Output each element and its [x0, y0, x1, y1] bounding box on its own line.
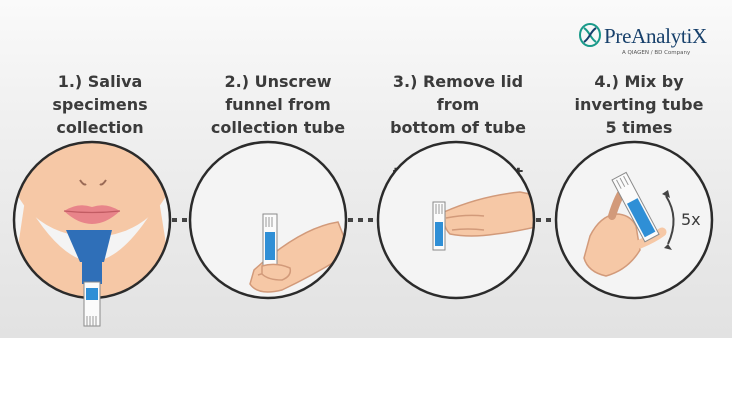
- face-shape: [14, 142, 170, 237]
- neck-shape: [14, 200, 170, 298]
- rotate-arrow-icon: [665, 195, 675, 245]
- brand-tagline: A QIAGEN / BD Company: [622, 50, 691, 56]
- preanalytix-logo-icon: [579, 23, 601, 47]
- brand-name: PreAnalytiX: [604, 24, 707, 48]
- mix-count-label: 5x: [681, 210, 701, 229]
- steps-illustration: 5x: [12, 140, 714, 327]
- step-4-title: 4.) Mix by inverting tube 5 times: [574, 72, 704, 137]
- inverted-tube-icon: [611, 171, 660, 243]
- step-4-illustration: 5x: [554, 140, 714, 300]
- funnel-icon: [66, 230, 112, 262]
- step-1-title: 1.) Saliva specimens collection: [52, 72, 148, 137]
- nostril-left: [79, 179, 87, 186]
- fingers-icon: [442, 191, 534, 237]
- step-3-illustration: [376, 140, 536, 300]
- step-1-illustration: [12, 140, 172, 327]
- step-2-title: 2.) Unscrew funnel from collection tube: [210, 72, 346, 137]
- lips-icon: [64, 205, 120, 224]
- brand-logo: PreAnalytiX A QIAGEN / BD Company: [578, 22, 708, 62]
- step-2-illustration: [188, 140, 348, 300]
- nostril-right: [99, 179, 107, 186]
